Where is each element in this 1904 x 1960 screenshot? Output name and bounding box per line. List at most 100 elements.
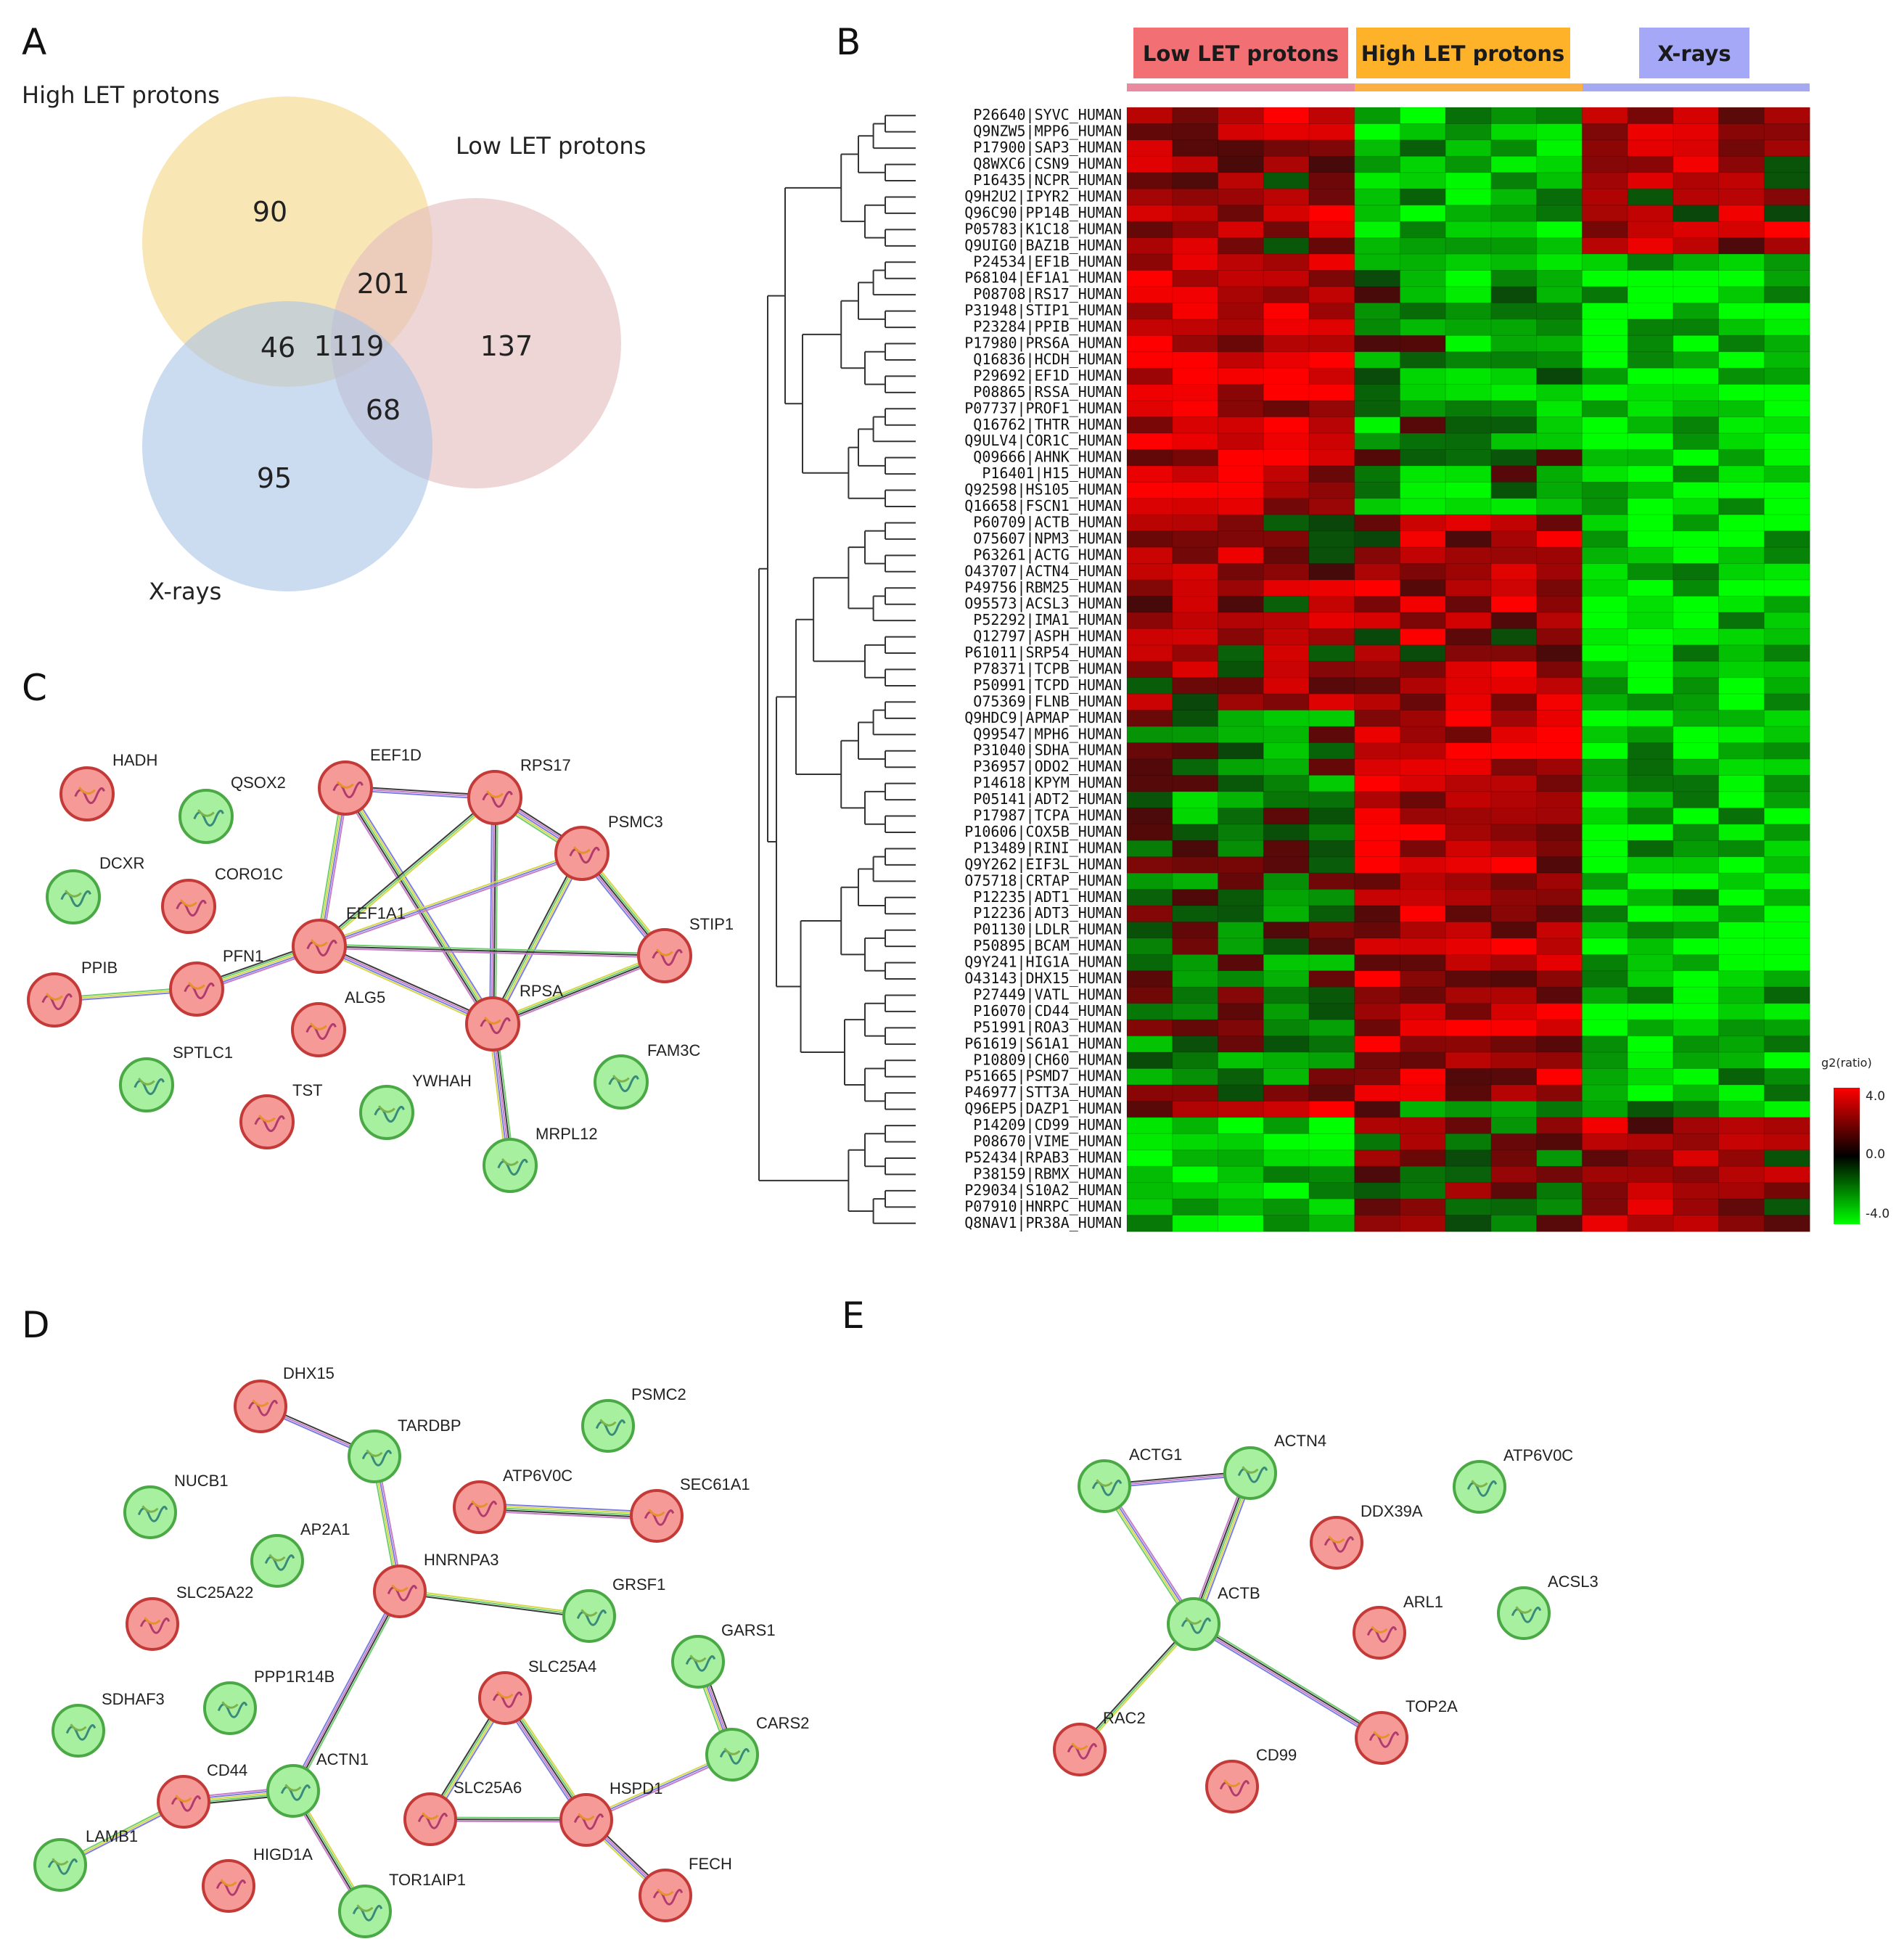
heatmap-cell (1400, 1199, 1446, 1215)
network-node[interactable]: HIGD1A (202, 1845, 313, 1913)
network-node[interactable]: NUCB1 (123, 1472, 229, 1539)
network-node-label: CD99 (1256, 1746, 1297, 1764)
network-node[interactable]: PPP1R14B (203, 1668, 335, 1735)
heatmap-cell (1628, 303, 1674, 320)
heatmap-cell (1764, 1068, 1810, 1086)
heatmap-cell (1673, 661, 1719, 678)
network-node[interactable]: HSPD1 (559, 1779, 662, 1847)
heatmap-cell (1582, 596, 1628, 613)
network-node[interactable]: CARS2 (705, 1714, 809, 1781)
network-node[interactable]: ACTN4 (1223, 1432, 1326, 1500)
heatmap-cell (1764, 889, 1810, 906)
network-node[interactable]: ACSL3 (1497, 1572, 1599, 1640)
network-node[interactable]: STIP1 (637, 915, 734, 983)
network-node[interactable]: HNRNPA3 (373, 1551, 499, 1618)
network-node[interactable]: FAM3C (594, 1041, 700, 1110)
protein-structure-icon (197, 809, 215, 817)
heatmap-cell (1718, 726, 1765, 743)
heatmap-cell (1764, 368, 1810, 385)
heatmap-cell (1263, 1166, 1310, 1184)
heatmap-cell (1127, 417, 1173, 434)
heatmap-cell (1628, 612, 1674, 629)
heatmap-cell (1582, 970, 1628, 988)
network-node[interactable]: TST (239, 1081, 323, 1149)
heatmap-cell (1582, 824, 1628, 841)
network-node[interactable]: ARL1 (1353, 1593, 1443, 1660)
heatmap-cell (1172, 694, 1218, 711)
heatmap-cell (1628, 1117, 1674, 1134)
heatmap-cell (1400, 661, 1446, 678)
heatmap-cell (1354, 432, 1400, 450)
heatmap-cell (1263, 742, 1310, 760)
heatmap-cell (1218, 710, 1264, 727)
network-node[interactable]: EEF1A1 (292, 904, 406, 974)
heatmap-cell (1218, 661, 1264, 678)
heatmap-cell (1354, 1182, 1400, 1200)
heatmap-cell (1354, 205, 1400, 222)
network-node[interactable]: ACTN1 (266, 1750, 369, 1818)
heatmap-cell (1673, 384, 1719, 401)
heatmap-cell (1673, 432, 1719, 450)
network-node[interactable]: LAMB1 (33, 1827, 138, 1892)
network-node[interactable]: TARDBP (348, 1416, 461, 1483)
network-node[interactable]: AP2A1 (250, 1520, 350, 1588)
heatmap-cell (1400, 254, 1446, 271)
network-node[interactable]: GARS1 (671, 1621, 776, 1689)
heatmap-cell (1536, 726, 1583, 743)
network-node[interactable]: TOR1AIP1 (338, 1871, 466, 1938)
protein-structure-icon (311, 939, 328, 947)
network-node[interactable]: SLC25A6 (403, 1779, 522, 1846)
heatmap-cell (1308, 1133, 1355, 1151)
network-node[interactable]: FECH (639, 1855, 732, 1922)
network-node-label: NUCB1 (174, 1472, 229, 1490)
network-node[interactable]: TOP2A (1355, 1697, 1458, 1765)
network-node[interactable]: CD99 (1205, 1746, 1297, 1813)
network-node[interactable]: SEC61A1 (630, 1475, 750, 1543)
network-node[interactable]: DDX39A (1310, 1502, 1423, 1570)
heatmap-cell (1764, 417, 1810, 434)
protein-structure-icon (366, 1449, 383, 1457)
heatmap-cell (1490, 1166, 1537, 1184)
heatmap-cell (1490, 384, 1537, 401)
network-node[interactable]: MRPL12 (483, 1125, 598, 1193)
network-node[interactable]: ACTB (1167, 1584, 1260, 1651)
heatmap-cell (1764, 808, 1810, 825)
heatmap-cell (1445, 1003, 1492, 1020)
network-node[interactable]: GRSF1 (562, 1575, 665, 1643)
network-node[interactable]: CD44 (157, 1761, 247, 1829)
network-node[interactable]: RPSA (465, 982, 563, 1051)
network-node[interactable]: EEF1D (318, 746, 422, 816)
network-node[interactable]: SLC25A4 (478, 1657, 596, 1725)
heatmap-cell (1127, 808, 1173, 825)
heatmap-cell (1308, 906, 1355, 922)
protein-structure-icon (580, 1609, 598, 1617)
network-node[interactable]: ACTG1 (1078, 1446, 1182, 1513)
network-node[interactable]: RPS17 (467, 756, 571, 825)
network-node[interactable]: PFN1 (169, 947, 263, 1017)
network-node[interactable]: QSOX2 (178, 774, 286, 844)
heatmap-cell (1172, 205, 1218, 222)
network-node[interactable]: ATP6V0C (1453, 1446, 1573, 1514)
network-node[interactable]: YWHAH (359, 1072, 472, 1140)
heatmap-cell (1764, 661, 1810, 678)
network-node[interactable]: SDHAF3 (52, 1690, 165, 1758)
network-node[interactable]: HADH (60, 751, 157, 821)
protein-label: P17987|TCPA_HUMAN (973, 807, 1122, 824)
network-node[interactable]: SPTLC1 (119, 1043, 233, 1112)
network-node[interactable]: DCXR (46, 854, 144, 924)
network-edge-line (399, 1591, 590, 1617)
network-node[interactable]: ALG5 (291, 988, 385, 1057)
network-node[interactable]: DHX15 (234, 1364, 335, 1433)
network-node[interactable]: RAC2 (1053, 1709, 1146, 1776)
heatmap-cell (1445, 107, 1492, 124)
network-node[interactable]: PSMC2 (581, 1385, 686, 1453)
heatmap-cell (1628, 205, 1674, 222)
heatmap-cell (1218, 514, 1264, 532)
network-node[interactable]: SLC25A22 (126, 1583, 253, 1651)
heatmap-cell (1673, 1182, 1719, 1200)
network-node[interactable]: PPIB (27, 959, 118, 1028)
heatmap-cell (1764, 384, 1810, 401)
network-node[interactable]: ATP6V0C (453, 1467, 573, 1534)
network-node[interactable]: CORO1C (161, 865, 283, 934)
network-node[interactable]: PSMC3 (554, 813, 663, 881)
